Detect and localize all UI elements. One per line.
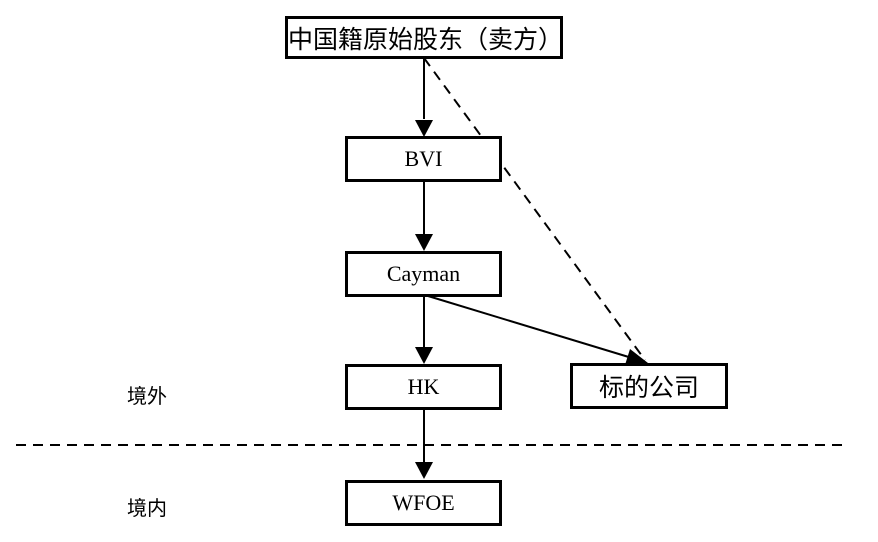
node-seller: 中国籍原始股东（卖方）: [285, 16, 563, 59]
edge-seller-target-dashed: [423, 57, 646, 361]
node-wfoe: WFOE: [345, 480, 502, 526]
region-label-onshore: 境内: [127, 496, 167, 520]
node-target-company: 标的公司: [570, 363, 728, 409]
node-bvi: BVI: [345, 136, 502, 182]
node-cayman: Cayman: [345, 251, 502, 297]
arrowhead-seller-bvi: [415, 120, 433, 137]
arrowhead-cayman-hk: [415, 347, 433, 364]
node-hk: HK: [345, 364, 502, 410]
arrowhead-cayman-target: [625, 349, 648, 365]
edge-cayman-target: [427, 295, 633, 359]
arrowhead-hk-wfoe: [415, 462, 433, 479]
region-label-offshore: 境外: [127, 384, 167, 408]
arrowhead-bvi-cayman: [415, 234, 433, 251]
